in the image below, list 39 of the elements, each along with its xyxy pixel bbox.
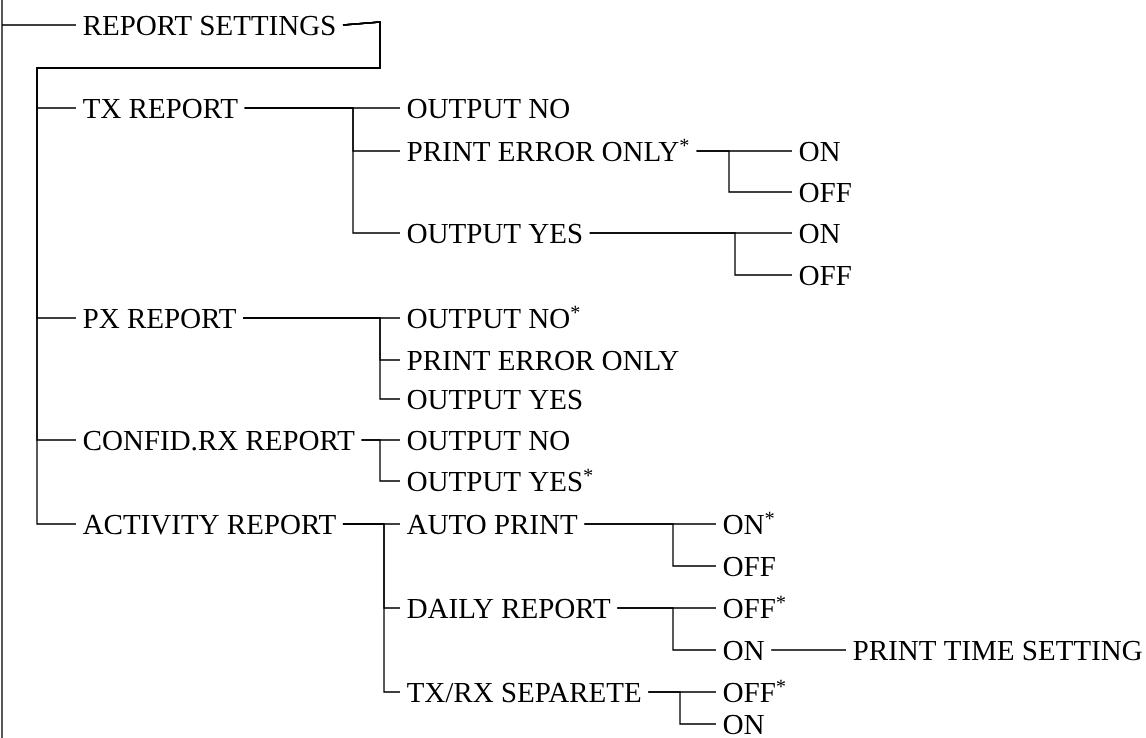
connector-line <box>244 107 401 234</box>
connector-line <box>647 691 717 725</box>
menu-option: OUTPUT NO$^{*}$ <box>407 305 580 329</box>
menu-option: PX REPORT <box>83 308 236 329</box>
connector-line <box>342 523 401 693</box>
menu-option: OFF <box>799 182 851 203</box>
menu-option: OUTPUT NO <box>407 430 569 451</box>
menu-option: ACTIVITY REPORT <box>82 514 336 535</box>
menu-option: PRINT TIME SETTING <box>853 640 1142 661</box>
menu-option: OFF$^{*}$ <box>723 679 786 703</box>
menu-option: ON <box>799 223 840 244</box>
menu-option: TX/RX SEPARETE <box>407 682 641 703</box>
connector-line <box>589 232 793 276</box>
connector-line <box>770 649 847 651</box>
menu-option: DAILY REPORT <box>407 598 611 619</box>
menu-option: ON <box>799 141 840 162</box>
menu-option: OUTPUT YES <box>407 389 582 410</box>
menu-option: OUTPUT YES <box>407 223 582 244</box>
connector-line <box>36 21 381 525</box>
menu-option: PRINT ERROR ONLY$^{*}$ <box>407 138 689 162</box>
menu-option: OFF$^{*}$ <box>723 595 786 619</box>
menu-option: AUTO PRINT <box>406 514 578 535</box>
menu-option: OUTPUT NO <box>407 98 569 119</box>
connector-line <box>616 607 717 651</box>
menu-option: ON <box>723 714 764 735</box>
connector-line <box>242 317 401 400</box>
connector-line <box>360 439 401 482</box>
menu-option: PRINT ERROR ONLY <box>407 350 679 371</box>
menu-option: OFF <box>799 265 851 286</box>
menu-option: OUTPUT YES$^{*}$ <box>407 468 593 492</box>
connector-line <box>583 523 717 567</box>
menu-option: ON <box>723 640 764 661</box>
menu-option: REPORT SETTINGS <box>83 15 335 36</box>
connector-line <box>1 0 77 738</box>
menu-option: OFF <box>723 556 775 577</box>
menu-option: ON$^{*}$ <box>723 511 774 535</box>
menu-option: CONFID.RX REPORT <box>83 430 355 451</box>
menu-option: TX REPORT <box>83 98 238 119</box>
connector-line <box>695 150 793 193</box>
